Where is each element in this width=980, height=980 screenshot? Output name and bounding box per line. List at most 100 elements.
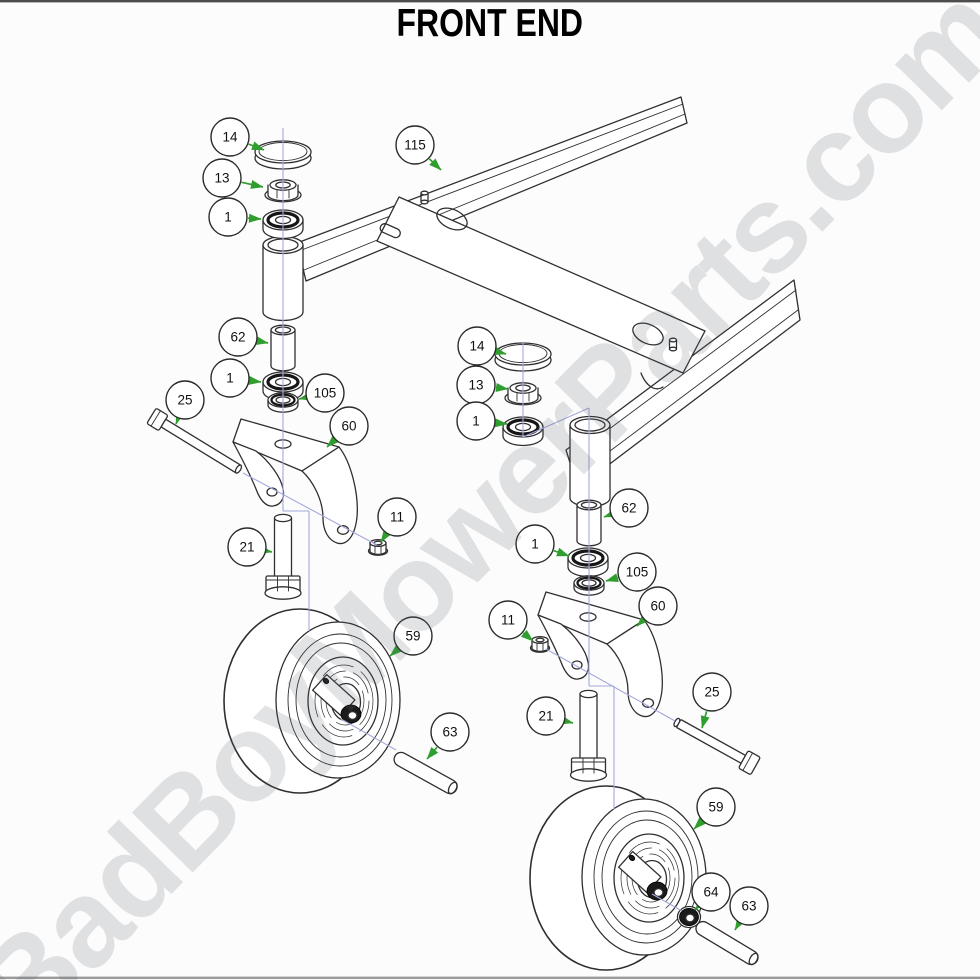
callout-bubble[interactable] (692, 672, 732, 712)
wheel-right (529, 785, 707, 971)
axle-tube-left (393, 751, 458, 795)
kingpin-bolt-left (264, 513, 302, 600)
callout-leader-arrow (493, 346, 507, 356)
callout-leader-arrow (248, 376, 262, 385)
callout-leader-arrow (553, 547, 570, 557)
callout-leader-arrow (426, 746, 439, 760)
callout-bubble[interactable] (515, 524, 555, 564)
page-title-text: FRONT END (396, 2, 584, 45)
callout-number: 11 (390, 510, 404, 525)
callout-bubble[interactable] (457, 326, 497, 366)
callout-leader-arrow (694, 898, 707, 911)
callout-bubble[interactable] (526, 696, 566, 736)
callouts-layer: 14 13 1 115 62 1 105 25 60 11 21 59 63 14 13 1 62 1 105 60 1… (165, 117, 769, 931)
callout-bubble[interactable] (377, 497, 417, 537)
wheel-bearing-right (676, 905, 702, 929)
callout-bubble[interactable] (210, 358, 250, 398)
callout-bubble[interactable] (696, 787, 736, 827)
callout-number: 64 (703, 885, 719, 900)
callout-63[interactable]: 63 (729, 886, 769, 931)
callout-60[interactable]: 60 (326, 406, 369, 448)
callout-59[interactable]: 59 (693, 787, 736, 830)
callout-13[interactable]: 13 (202, 158, 264, 198)
callout-14[interactable]: 14 (457, 326, 507, 366)
frame-pin-left (420, 190, 429, 205)
callout-number: 13 (214, 171, 229, 186)
callout-25[interactable]: 25 (692, 672, 732, 729)
callout-bubble[interactable] (165, 380, 205, 420)
callout-62[interactable]: 62 (603, 488, 649, 528)
callout-11[interactable]: 11 (488, 600, 534, 642)
callout-leader-arrow (636, 614, 649, 627)
callout-bubble[interactable] (395, 125, 435, 165)
callout-59[interactable]: 59 (389, 616, 433, 657)
callout-115[interactable]: 115 (395, 125, 442, 171)
callout-number: 62 (621, 501, 636, 516)
bottom-border (0, 976, 980, 979)
callout-leader-arrow (255, 336, 269, 346)
callout-bubble[interactable] (609, 488, 649, 528)
callout-1[interactable]: 1 (456, 401, 508, 441)
callout-leader-arrow (520, 629, 534, 642)
callout-bubble[interactable] (329, 406, 369, 446)
callout-bubble[interactable] (218, 317, 258, 357)
callout-11[interactable]: 11 (377, 497, 417, 543)
callout-number: 25 (704, 685, 719, 700)
callout-105[interactable]: 105 (605, 552, 657, 592)
callout-bubble[interactable] (617, 552, 657, 592)
callout-62[interactable]: 62 (218, 317, 269, 357)
callout-number: 60 (650, 599, 665, 614)
callout-1[interactable]: 1 (210, 358, 262, 398)
callout-leader-arrow (175, 411, 185, 425)
callout-21[interactable]: 21 (526, 696, 574, 736)
callout-bubble[interactable] (393, 616, 433, 656)
callout-number: 59 (405, 629, 420, 644)
callout-leader-arrow (700, 711, 710, 729)
callout-25[interactable]: 25 (165, 380, 205, 425)
callout-number: 105 (626, 565, 649, 580)
wheel-left (223, 608, 401, 794)
callout-63[interactable]: 63 (426, 712, 470, 760)
callout-13[interactable]: 13 (456, 365, 509, 405)
callout-number: 115 (404, 138, 426, 153)
callout-bubble[interactable] (729, 886, 769, 926)
callout-number: 62 (230, 330, 245, 345)
callout-number: 1 (224, 210, 232, 225)
callout-leader-arrow (605, 573, 619, 582)
callout-bubble[interactable] (202, 158, 242, 198)
callout-1[interactable]: 1 (515, 524, 570, 564)
callout-number: 1 (531, 537, 539, 552)
callout-14[interactable]: 14 (210, 117, 265, 157)
callout-number: 63 (741, 899, 756, 914)
callout-bubble[interactable] (208, 197, 248, 237)
callout-bubble[interactable] (488, 600, 528, 640)
callout-leader-arrow (428, 158, 442, 171)
callout-leader-arrow (560, 715, 574, 725)
callout-bubble[interactable] (456, 401, 496, 441)
top-border (0, 0, 980, 3)
callout-leader-arrow (495, 383, 509, 392)
callout-leader-arrow (380, 529, 392, 543)
page-title: FRONT END (0, 2, 980, 46)
callout-64[interactable]: 64 (691, 872, 731, 912)
callout-leader-arrow (259, 545, 273, 555)
callout-1[interactable]: 1 (208, 197, 262, 237)
explosion-centerlines (242, 128, 683, 912)
callout-leader-arrow (247, 213, 262, 223)
callout-bubble[interactable] (691, 872, 731, 912)
callout-number: 60 (341, 419, 356, 434)
callout-21[interactable]: 21 (227, 527, 273, 567)
callout-bubble[interactable] (638, 586, 678, 626)
callout-number: 13 (468, 378, 483, 393)
callout-bubble[interactable] (430, 712, 470, 752)
callout-number: 14 (222, 130, 238, 145)
callout-bubble[interactable] (227, 527, 267, 567)
callout-bubble[interactable] (210, 117, 250, 157)
callout-105[interactable]: 105 (298, 373, 345, 413)
callout-bubble[interactable] (305, 373, 345, 413)
callout-leader-arrow (241, 180, 264, 189)
callout-60[interactable]: 60 (636, 586, 678, 627)
callout-number: 11 (501, 613, 515, 628)
